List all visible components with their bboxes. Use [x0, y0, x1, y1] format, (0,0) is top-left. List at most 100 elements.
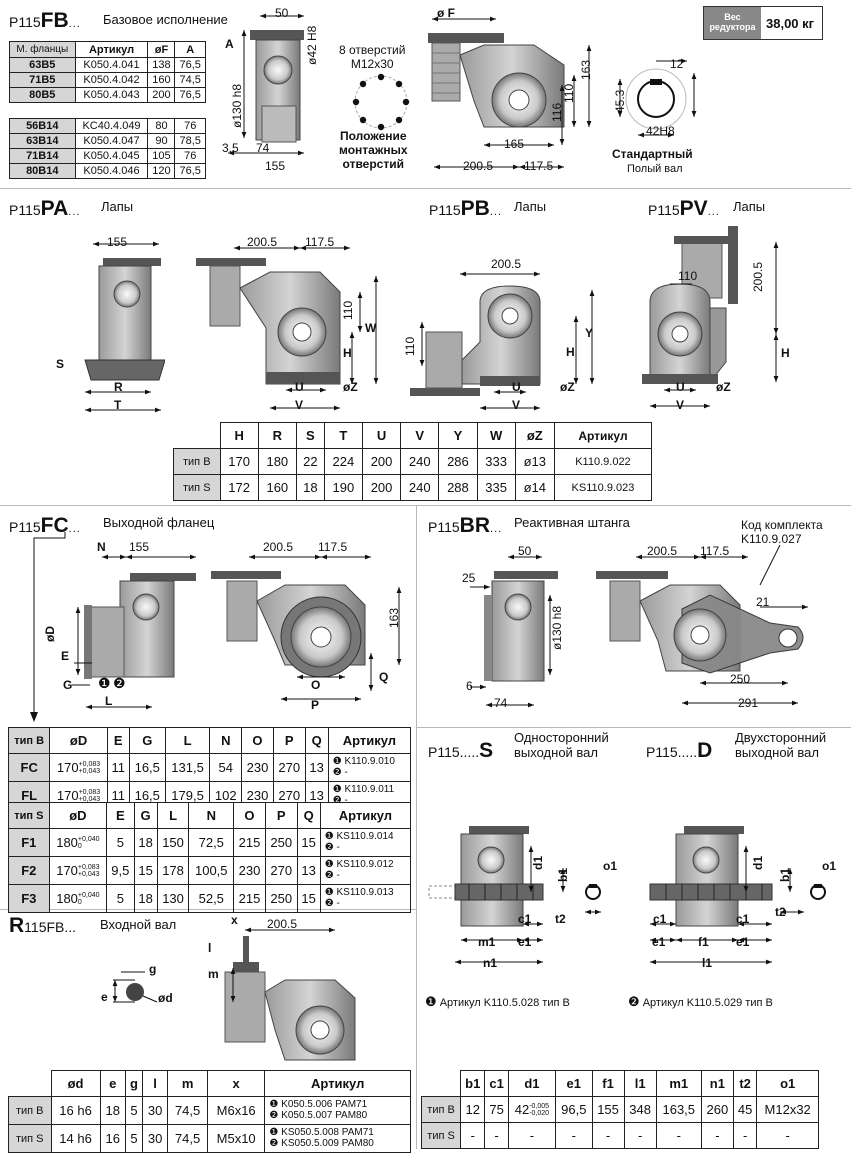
- col-header: Q: [304, 727, 329, 754]
- table-cell: 75: [484, 1096, 509, 1123]
- table-cell: 74,5: [174, 72, 206, 88]
- d-drawing: [649, 826, 826, 965]
- table-cell: 130: [156, 884, 190, 913]
- d-title: Двухсторонний выходной вал: [735, 730, 827, 760]
- br-dim-6: 6: [466, 679, 473, 693]
- fc-arrow: [30, 532, 66, 722]
- row-label: тип B: [8, 1096, 52, 1125]
- col-header: øF: [147, 41, 176, 58]
- pa-dim-110: 110: [341, 300, 355, 320]
- pb-dim-U: U: [512, 380, 521, 394]
- table-cell: 200: [361, 474, 402, 501]
- table-cell: 240: [400, 448, 440, 475]
- table-cell: M12x32: [756, 1096, 819, 1123]
- pv-drawing: [642, 226, 779, 409]
- col-header: O: [241, 727, 274, 754]
- table-cell: 160: [147, 72, 176, 88]
- table-cell: 178: [156, 856, 190, 885]
- table-cell: 78,5: [174, 133, 206, 149]
- table-cell: 215: [233, 884, 266, 913]
- d-dim-f1: f1: [698, 935, 709, 949]
- fb-side-drawing: [228, 13, 304, 156]
- table-cell: 15: [133, 856, 158, 885]
- pb-dim-2005: 200.5: [491, 257, 522, 271]
- col-header: E: [106, 727, 130, 754]
- table-cell: 163,5: [655, 1096, 702, 1123]
- table-cell: -: [700, 1122, 734, 1149]
- weight-box: Вес редуктора 38,00 кг: [703, 6, 823, 40]
- fc-dim-155: 155: [129, 540, 150, 554]
- col-header: c1: [484, 1070, 509, 1097]
- table-cell: 150: [156, 828, 190, 857]
- tolerance: +0,083+0,043: [78, 761, 101, 776]
- table-cell: K050.4.041: [74, 57, 149, 73]
- tolerance: +0,083+0,043: [77, 864, 100, 879]
- fb-dim-165: 165: [504, 137, 525, 151]
- fb-dim-155: 155: [265, 159, 286, 173]
- pb-dim-Z: øZ: [560, 380, 575, 394]
- table-cell: 335: [476, 474, 516, 501]
- fb-dim-163: 163: [579, 59, 593, 80]
- table-cell: 333: [476, 448, 516, 475]
- table-cell: 215: [233, 828, 266, 857]
- dia-cell: 170+0,083+0,043: [49, 753, 108, 782]
- r-header: R115FB...: [9, 914, 77, 937]
- fc-header: P115FC...: [9, 514, 81, 537]
- pa-dim-2005: 200.5: [247, 235, 278, 249]
- fc-front-drawing: [211, 554, 402, 702]
- col-header: P: [272, 727, 306, 754]
- pv-title: Лапы: [733, 199, 766, 214]
- table-cell: 5: [124, 1124, 143, 1153]
- pa-dim-T: T: [114, 398, 122, 412]
- shaft-note-1: ❶ Артикул K110.5.028 тип B: [425, 994, 570, 1009]
- table-cell: 250: [264, 884, 298, 913]
- br-header: P115BR...: [428, 514, 503, 537]
- fb-shaft-sub: Полый вал: [627, 163, 683, 175]
- pb-drawing: [410, 271, 595, 411]
- s-dim-c1: c1: [518, 912, 532, 926]
- col-header: f1: [591, 1070, 625, 1097]
- table-cell: 18: [133, 828, 158, 857]
- fc-dim-163: 163: [387, 607, 401, 628]
- fb-front-drawing: [428, 16, 592, 170]
- fb-dim-1175: 117.5: [524, 159, 554, 173]
- fb-shaft-drawing: [617, 58, 697, 138]
- d-dim-d1: d1: [751, 855, 765, 870]
- table-cell: 96,5: [555, 1096, 593, 1123]
- table-cell: ø14: [514, 474, 555, 501]
- col-header: U: [361, 422, 402, 449]
- col-header: n1: [700, 1070, 734, 1097]
- pb-title: Лапы: [514, 199, 547, 214]
- table-cell: 76: [174, 118, 206, 134]
- pa-dim-W: W: [365, 321, 377, 335]
- col-header: Артикул: [327, 727, 412, 754]
- table-cell: 13: [296, 856, 321, 885]
- table-cell: -: [484, 1122, 509, 1149]
- flange-cell: 80B5: [9, 87, 76, 103]
- table-cell: 14 h6: [50, 1124, 101, 1153]
- col-header: R: [257, 422, 297, 449]
- table-cell: 155: [591, 1096, 625, 1123]
- table-cell: 30: [141, 1124, 169, 1153]
- col-header: E: [106, 802, 135, 829]
- table-cell: 30: [141, 1096, 169, 1125]
- br-dim-25: 25: [462, 571, 476, 585]
- fb-dim-42h: 42H8: [646, 124, 675, 138]
- table-cell: ø13: [514, 448, 555, 475]
- table-cell: 5: [106, 828, 135, 857]
- col-header: b1: [460, 1070, 486, 1097]
- table-cell: 348: [623, 1096, 657, 1123]
- br-side-drawing: [470, 554, 558, 708]
- fc-dim-O: O: [311, 678, 321, 692]
- s-dim-n1: n1: [483, 956, 498, 970]
- table-cell: K050.4.045: [74, 148, 149, 164]
- d-dim-t2: t2: [775, 905, 786, 919]
- col-header: øD: [49, 727, 108, 754]
- table-cell: 76,5: [174, 57, 206, 73]
